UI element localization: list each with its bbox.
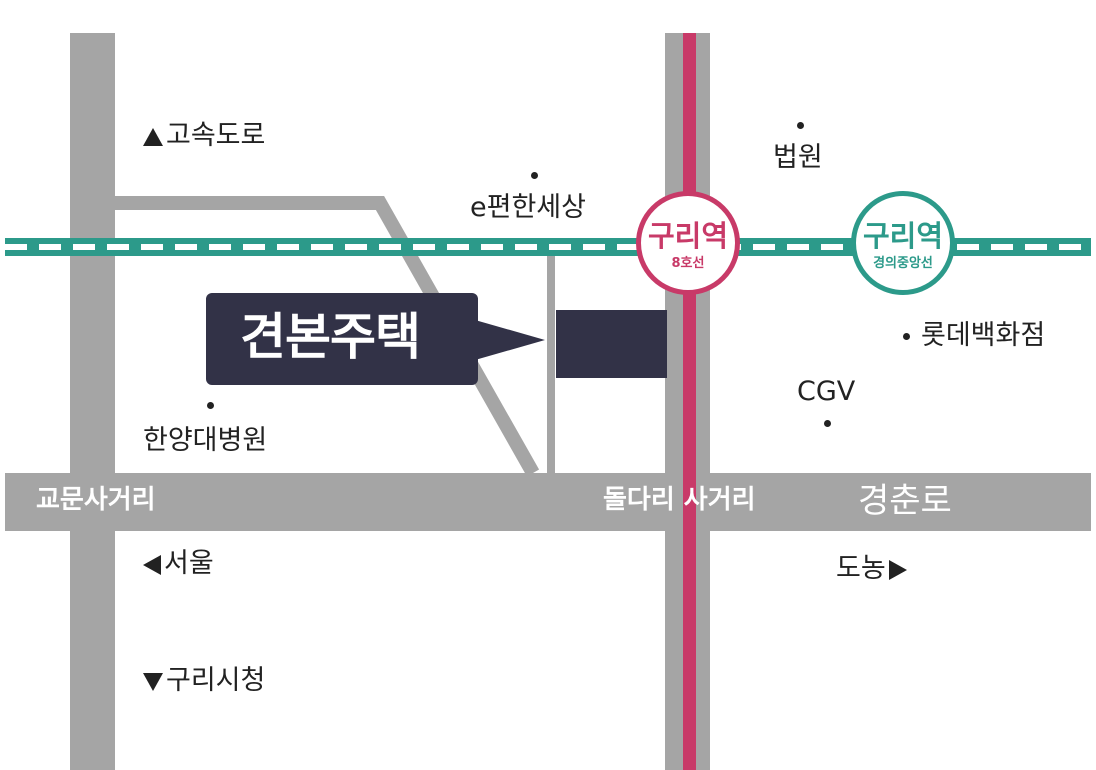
- arrow-down-icon: [143, 672, 163, 691]
- landmark-dot-lotte: [903, 333, 910, 340]
- landmark-label: 고속도로: [166, 120, 266, 151]
- landmark-dot-cgv: [824, 420, 831, 427]
- road-label-doldari: 돌다리 사거리: [603, 485, 756, 515]
- landmark-dot-hanyang: [207, 402, 214, 409]
- landmark-label: 서울: [164, 548, 214, 579]
- destination-block: [556, 310, 667, 378]
- landmark-cgv: CGV: [797, 376, 856, 407]
- landmark-label: 구리시청: [166, 665, 266, 696]
- landmark-hanyang: 한양대병원: [143, 425, 268, 456]
- landmark-dot-court: [797, 122, 804, 129]
- rail-gyeongui: [5, 238, 1091, 256]
- station-line-label: 경의중앙선: [873, 256, 933, 271]
- arrow-left-icon: [143, 554, 161, 575]
- landmark-lotte: 롯데백화점: [921, 320, 1046, 351]
- station-name: 구리역: [862, 219, 944, 253]
- landmark-label: 도농: [836, 553, 886, 584]
- station-guri-line8: 구리역 8호선: [636, 191, 740, 295]
- station-name: 구리역: [647, 219, 729, 253]
- landmark-epyeonhan: e편한세상: [470, 192, 586, 223]
- landmark-donong: 도농: [836, 555, 907, 582]
- road-label-gyomun: 교문사거리: [36, 485, 156, 515]
- destination-name: 견본주택: [240, 308, 421, 366]
- road-main-horizontal: [5, 473, 1091, 531]
- rail-line8: [683, 33, 696, 770]
- landmark-court: 법원: [773, 142, 823, 173]
- callout-pointer: [475, 320, 545, 360]
- landmark-seoul: 서울: [143, 550, 214, 577]
- road-left-vertical: [70, 33, 115, 770]
- destination-callout: [206, 293, 478, 385]
- road-side-thin: [547, 250, 555, 473]
- station-guri-gyeongui: 구리역 경의중앙선: [851, 191, 955, 295]
- landmark-guri-cityhall: 구리시청: [143, 667, 265, 694]
- arrow-right-icon: [888, 559, 907, 580]
- road-label-gyeongchun: 경춘로: [858, 481, 952, 521]
- station-line-label: 8호선: [671, 256, 705, 271]
- arrow-up-icon: [143, 127, 163, 146]
- road-connector: [115, 196, 540, 477]
- landmark-highway: 고속도로: [143, 122, 265, 149]
- landmark-dot-epyeonhan: [531, 172, 538, 179]
